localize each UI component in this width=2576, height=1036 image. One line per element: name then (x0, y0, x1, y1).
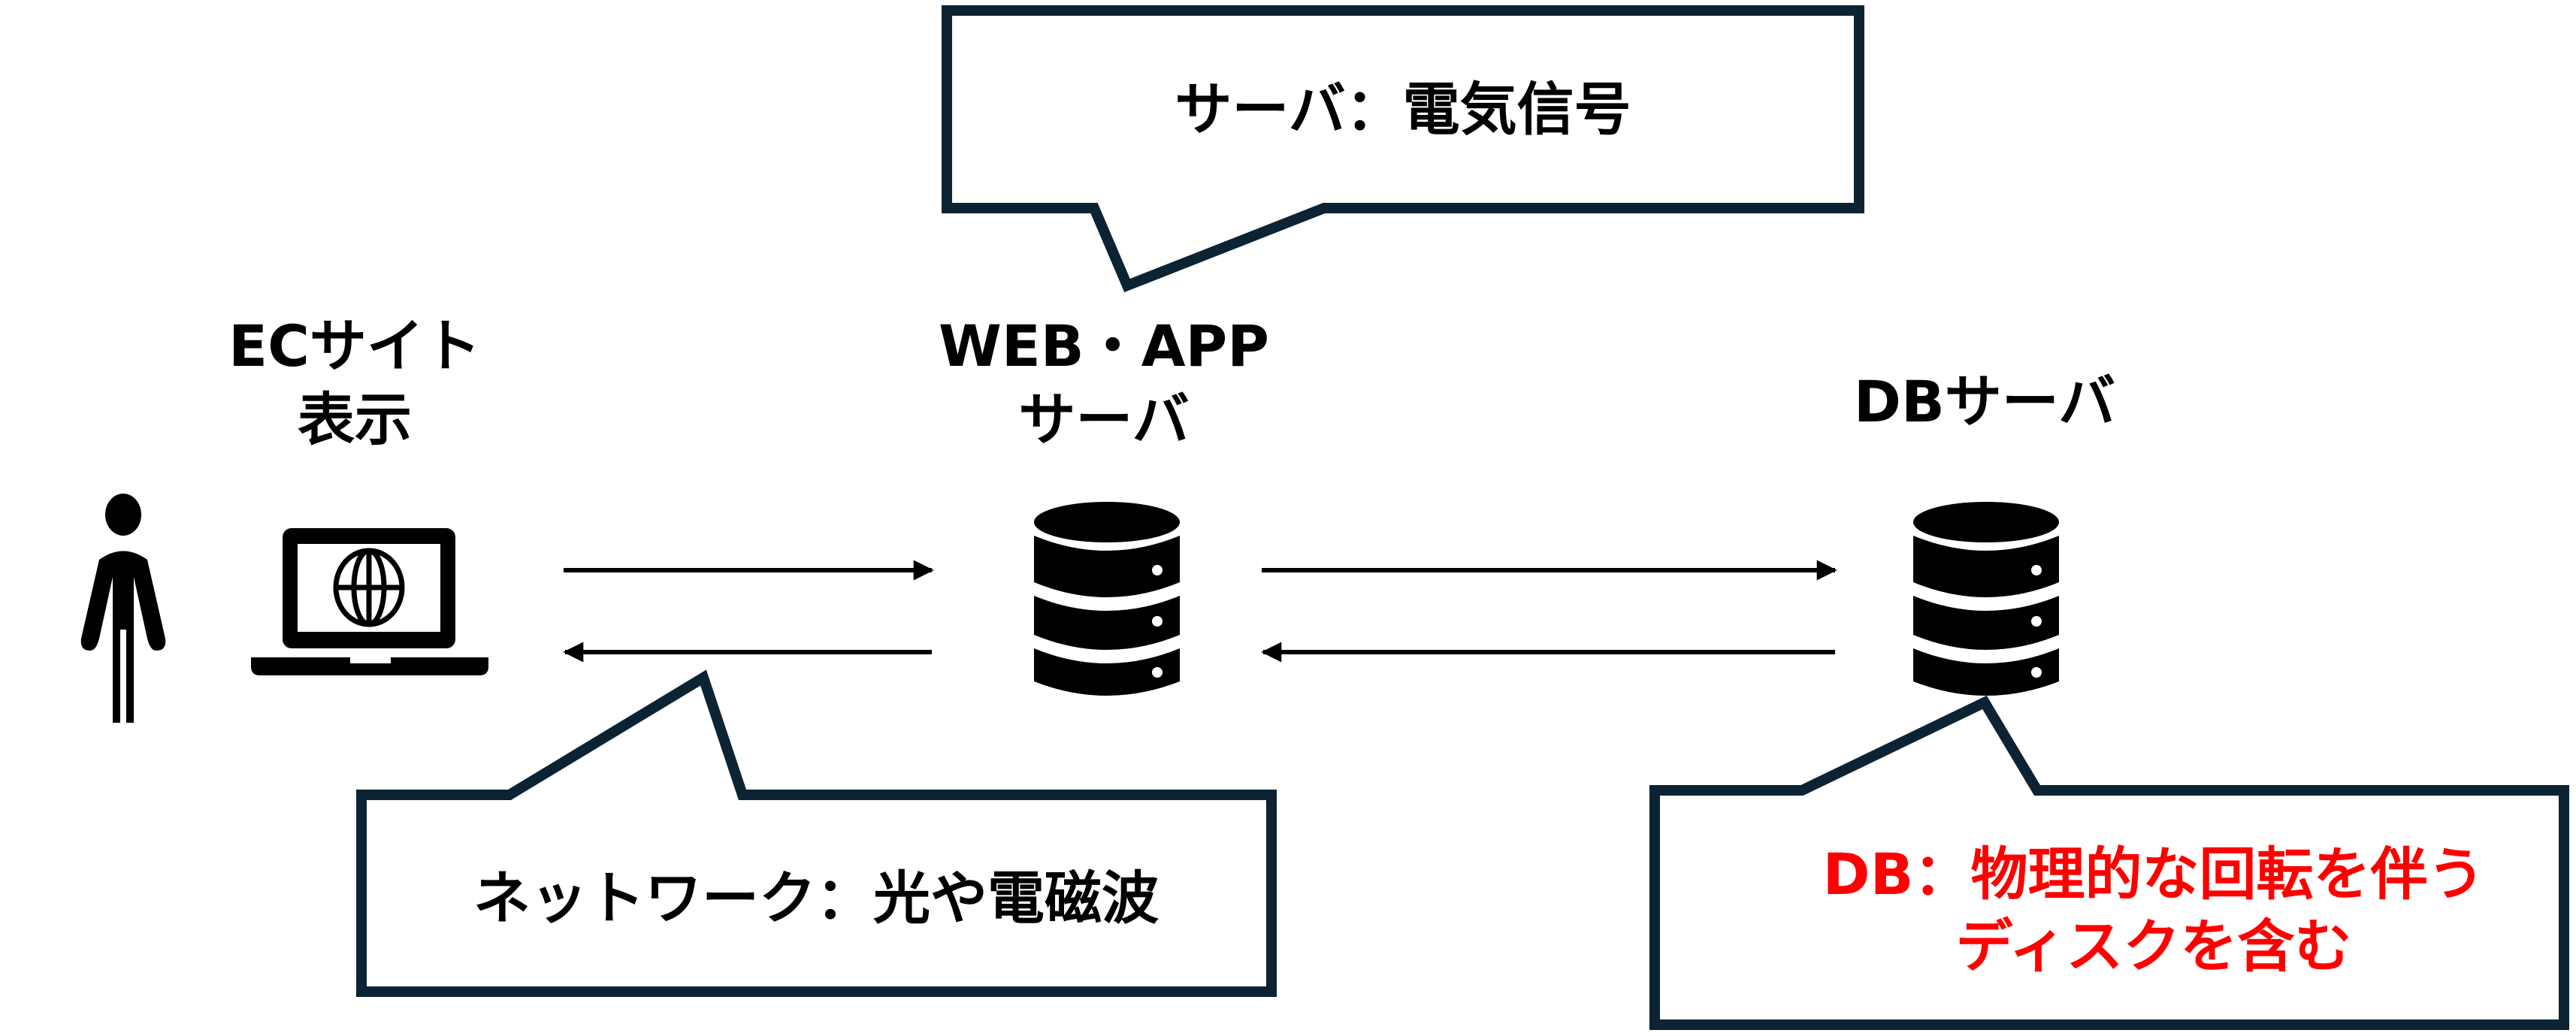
db-callout-line1: DB：物理的な回転を伴う (1822, 841, 2485, 908)
laptop-globe-icon (251, 528, 488, 675)
client-label-line2: 表示 (297, 386, 412, 453)
db-server-label: DBサーバ (1854, 365, 2115, 439)
web-app-server-label: WEB・APP サーバ (939, 310, 1269, 457)
person-icon (80, 494, 166, 723)
database-server-icon (1034, 502, 1180, 696)
db-callout-line2: ディスクを含む (1955, 913, 2352, 980)
network-callout-text: ネットワーク：光や電磁波 (473, 865, 1159, 932)
server-callout-text: サーバ：電気信号 (1175, 76, 1631, 143)
web-app-server-label-line1: WEB・APP (939, 313, 1269, 379)
database-server-icon (1913, 502, 2059, 696)
client-label: ECサイト 表示 (228, 310, 481, 457)
client-label-line1: ECサイト (228, 313, 481, 379)
server-callout-bubble (942, 5, 1864, 293)
db-callout-text: DB：物理的な回転を伴う ディスクを含む (1822, 838, 2484, 983)
db-server-label-line1: DBサーバ (1853, 368, 2116, 435)
db-callout-bubble (1649, 695, 2569, 1030)
web-app-server-label-line2: サーバ (1018, 386, 1190, 453)
network-callout-bubble (356, 669, 1277, 997)
